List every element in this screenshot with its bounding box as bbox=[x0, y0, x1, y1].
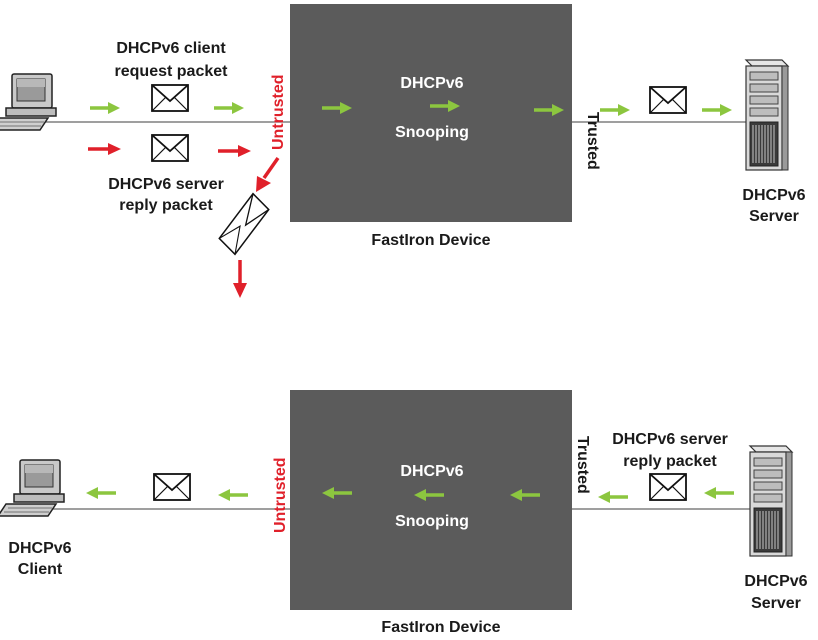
top-device-line2: Snooping bbox=[395, 124, 469, 141]
top-dropped-down-arrow-icon bbox=[233, 260, 247, 298]
bottom-server-envelope-icon bbox=[649, 473, 687, 501]
top-server-icon bbox=[745, 59, 789, 171]
top-device-label: FastIron Device bbox=[371, 232, 490, 249]
top-untrusted-label: Untrusted bbox=[270, 74, 287, 150]
bottom-server-reply-line2: reply packet bbox=[623, 453, 717, 470]
top-server-arrow-1 bbox=[598, 102, 632, 118]
bottom-server-reply-line1: DHCPv6 server bbox=[612, 431, 728, 448]
top-server-envelope-icon bbox=[649, 86, 687, 114]
bottom-device-line1: DHCPv6 bbox=[400, 463, 463, 480]
top-reply-arrow-1 bbox=[86, 141, 123, 157]
top-request-arrow-2 bbox=[212, 100, 246, 116]
bottom-device-line2: Snooping bbox=[395, 513, 469, 530]
bottom-server-icon bbox=[749, 445, 793, 557]
bottom-client-computer-icon bbox=[0, 459, 65, 517]
top-request-envelope-icon bbox=[151, 84, 189, 112]
top-server-reply-line1: DHCPv6 server bbox=[108, 176, 224, 193]
top-fastiron-device bbox=[290, 4, 572, 222]
top-diagram: DHCPv6 Snooping FastIron Device Untruste… bbox=[0, 4, 806, 298]
top-dropped-envelope-icon bbox=[218, 192, 270, 256]
top-server-line2: Server bbox=[749, 208, 799, 225]
bottom-client-arrow-1 bbox=[84, 485, 118, 501]
bottom-untrusted-label: Untrusted bbox=[272, 457, 289, 533]
bottom-trusted-label: Trusted bbox=[574, 436, 591, 494]
top-request-arrow-1 bbox=[88, 100, 122, 116]
top-trusted-label: Trusted bbox=[584, 112, 601, 170]
bottom-client-line2: Client bbox=[18, 561, 63, 578]
bottom-client-arrow-2 bbox=[216, 487, 250, 503]
bottom-client-line1: DHCPv6 bbox=[8, 540, 71, 557]
top-reply-arrow-2 bbox=[216, 143, 253, 159]
top-client-request-line2: request packet bbox=[115, 63, 229, 80]
top-dropped-arrow-icon bbox=[256, 156, 280, 192]
top-server-reply-line2: reply packet bbox=[119, 197, 213, 214]
bottom-server-line1: DHCPv6 bbox=[744, 573, 807, 590]
bottom-diagram: DHCPv6 Snooping FastIron Device Untruste… bbox=[0, 390, 808, 636]
bottom-device-label: FastIron Device bbox=[381, 619, 500, 636]
bottom-fastiron-device bbox=[290, 390, 572, 610]
bottom-server-arrow-1 bbox=[596, 489, 630, 505]
bottom-client-envelope-icon bbox=[153, 473, 191, 501]
top-server-arrow-2 bbox=[700, 102, 734, 118]
top-client-request-line1: DHCPv6 client bbox=[116, 40, 226, 57]
top-server-line1: DHCPv6 bbox=[742, 187, 805, 204]
bottom-server-line2: Server bbox=[751, 595, 801, 612]
bottom-server-arrow-2 bbox=[702, 485, 736, 501]
top-device-line1: DHCPv6 bbox=[400, 75, 463, 92]
top-reply-envelope-icon bbox=[151, 134, 189, 162]
